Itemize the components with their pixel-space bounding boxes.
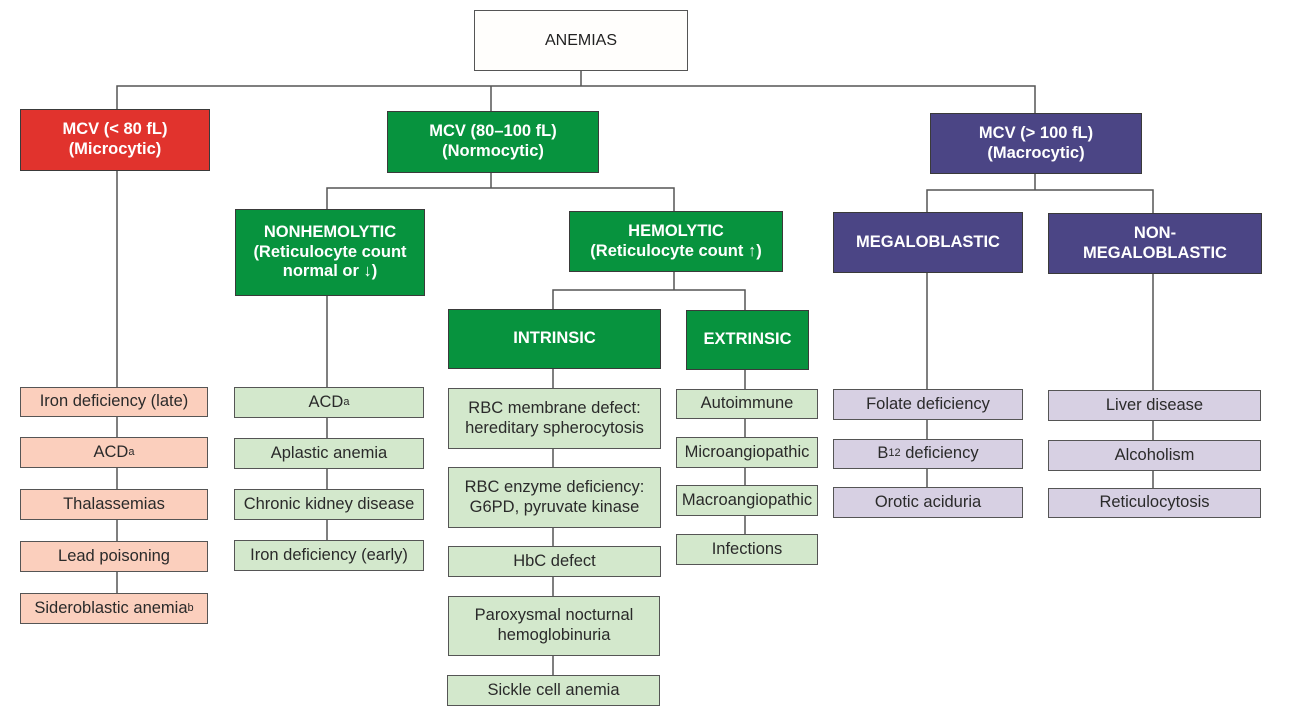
- nonhemolytic-item: Iron deficiency (early): [234, 540, 424, 571]
- root-label: ANEMIAS: [544, 31, 617, 49]
- extrinsic-item: Macroangiopathic: [676, 485, 818, 516]
- extrinsic-node: EXTRINSIC: [686, 310, 809, 370]
- nonhemolytic-item: Chronic kidney disease: [234, 489, 424, 520]
- item-text: ACD: [308, 392, 344, 411]
- microcytic-item: Iron deficiency (late): [20, 387, 208, 417]
- item-text: Liver disease: [1105, 395, 1204, 414]
- nonmegaloblastic-item: Liver disease: [1048, 390, 1261, 421]
- extrinsic-item: Infections: [676, 534, 818, 565]
- nonhemolytic-node: NONHEMOLYTIC (Reticulocyte count normal …: [235, 209, 425, 296]
- extrinsic-item: Autoimmune: [676, 389, 818, 419]
- microcytic-label: MCV (< 80 fL) (Microcytic): [62, 120, 168, 158]
- footnote-marker: a: [343, 395, 350, 408]
- macrocytic-label: MCV (> 100 fL) (Macrocytic): [978, 123, 1094, 162]
- megaloblastic-item: Orotic aciduria: [833, 487, 1023, 518]
- connector-macrocytic: [926, 174, 1154, 213]
- item-text: RBC membrane defect: hereditary spherocy…: [465, 398, 644, 437]
- item-text: HbC defect: [513, 551, 596, 570]
- microcytic-item: Lead poisoning: [20, 541, 208, 572]
- nonhemolytic-label: NONHEMOLYTIC (Reticulocyte count normal …: [253, 222, 407, 281]
- connector-root: [116, 70, 1036, 113]
- item-text: Infections: [711, 539, 783, 558]
- hemolytic-node: HEMOLYTIC (Reticulocyte count ↑): [569, 211, 783, 272]
- item-text: Alcoholism: [1114, 445, 1195, 464]
- intrinsic-node: INTRINSIC: [448, 309, 661, 369]
- macrocytic-node: MCV (> 100 fL) (Macrocytic): [930, 113, 1142, 174]
- item-prefix: B: [877, 444, 889, 463]
- item-text: Iron deficiency (early): [250, 545, 408, 564]
- nonmegaloblastic-label: NON- MEGALOBLASTIC: [1083, 223, 1227, 262]
- hemolytic-label: HEMOLYTIC (Reticulocyte count ↑): [590, 221, 762, 260]
- nonmegaloblastic-item: Alcoholism: [1048, 440, 1261, 471]
- extrinsic-label: EXTRINSIC: [703, 330, 792, 349]
- nonhemolytic-item: Aplastic anemia: [234, 438, 424, 469]
- item-text: Microangiopathic: [684, 442, 810, 461]
- microcytic-node: MCV (< 80 fL) (Microcytic): [20, 109, 210, 171]
- item-text: Macroangiopathic: [681, 490, 813, 509]
- intrinsic-item: Paroxysmal nocturnal hemoglobinuria: [448, 596, 660, 656]
- item-text: Chronic kidney disease: [243, 494, 415, 513]
- item-text: RBC enzyme deficiency: G6PD, pyruvate ki…: [464, 477, 645, 516]
- item-text: Iron deficiency (late): [39, 392, 189, 411]
- megaloblastic-label: MEGALOBLASTIC: [856, 232, 1000, 251]
- item-text: Autoimmune: [700, 394, 794, 413]
- normocytic-label: MCV (80–100 fL) (Normocytic): [429, 122, 557, 160]
- intrinsic-item: Sickle cell anemia: [447, 675, 660, 706]
- item-text: ACD: [93, 442, 129, 461]
- item-text: Lead poisoning: [58, 546, 170, 565]
- item-text: Paroxysmal nocturnal hemoglobinuria: [474, 606, 634, 644]
- extrinsic-item: Microangiopathic: [676, 437, 818, 468]
- intrinsic-label: INTRINSIC: [513, 329, 596, 348]
- microcytic-item: Thalassemias: [20, 489, 208, 520]
- item-text: Orotic aciduria: [874, 492, 982, 511]
- intrinsic-item: HbC defect: [448, 546, 661, 577]
- connector-normocytic: [326, 172, 675, 211]
- item-text: Aplastic anemia: [270, 443, 388, 462]
- footnote-marker: b: [187, 601, 194, 614]
- megaloblastic-item: Folate deficiency: [833, 389, 1023, 420]
- footnote-marker: a: [128, 445, 135, 458]
- subscript: 12: [888, 447, 901, 460]
- item-text: Reticulocytosis: [1099, 493, 1210, 512]
- intrinsic-item: RBC enzyme deficiency: G6PD, pyruvate ki…: [448, 467, 661, 528]
- megaloblastic-node: MEGALOBLASTIC: [833, 212, 1023, 273]
- item-text: deficiency: [900, 444, 979, 463]
- item-text: Thalassemias: [63, 494, 165, 513]
- root-node-anemias: ANEMIAS: [474, 10, 688, 71]
- nonmegaloblastic-node: NON- MEGALOBLASTIC: [1048, 213, 1262, 274]
- item-text: Sickle cell anemia: [487, 680, 620, 699]
- item-text: Folate deficiency: [866, 394, 990, 413]
- intrinsic-item: RBC membrane defect: hereditary spherocy…: [448, 388, 661, 449]
- normocytic-node: MCV (80–100 fL) (Normocytic): [387, 111, 599, 173]
- connector-hemolytic: [552, 272, 746, 310]
- nonmegaloblastic-item: Reticulocytosis: [1048, 488, 1261, 518]
- item-text: Sideroblastic anemia: [34, 598, 188, 617]
